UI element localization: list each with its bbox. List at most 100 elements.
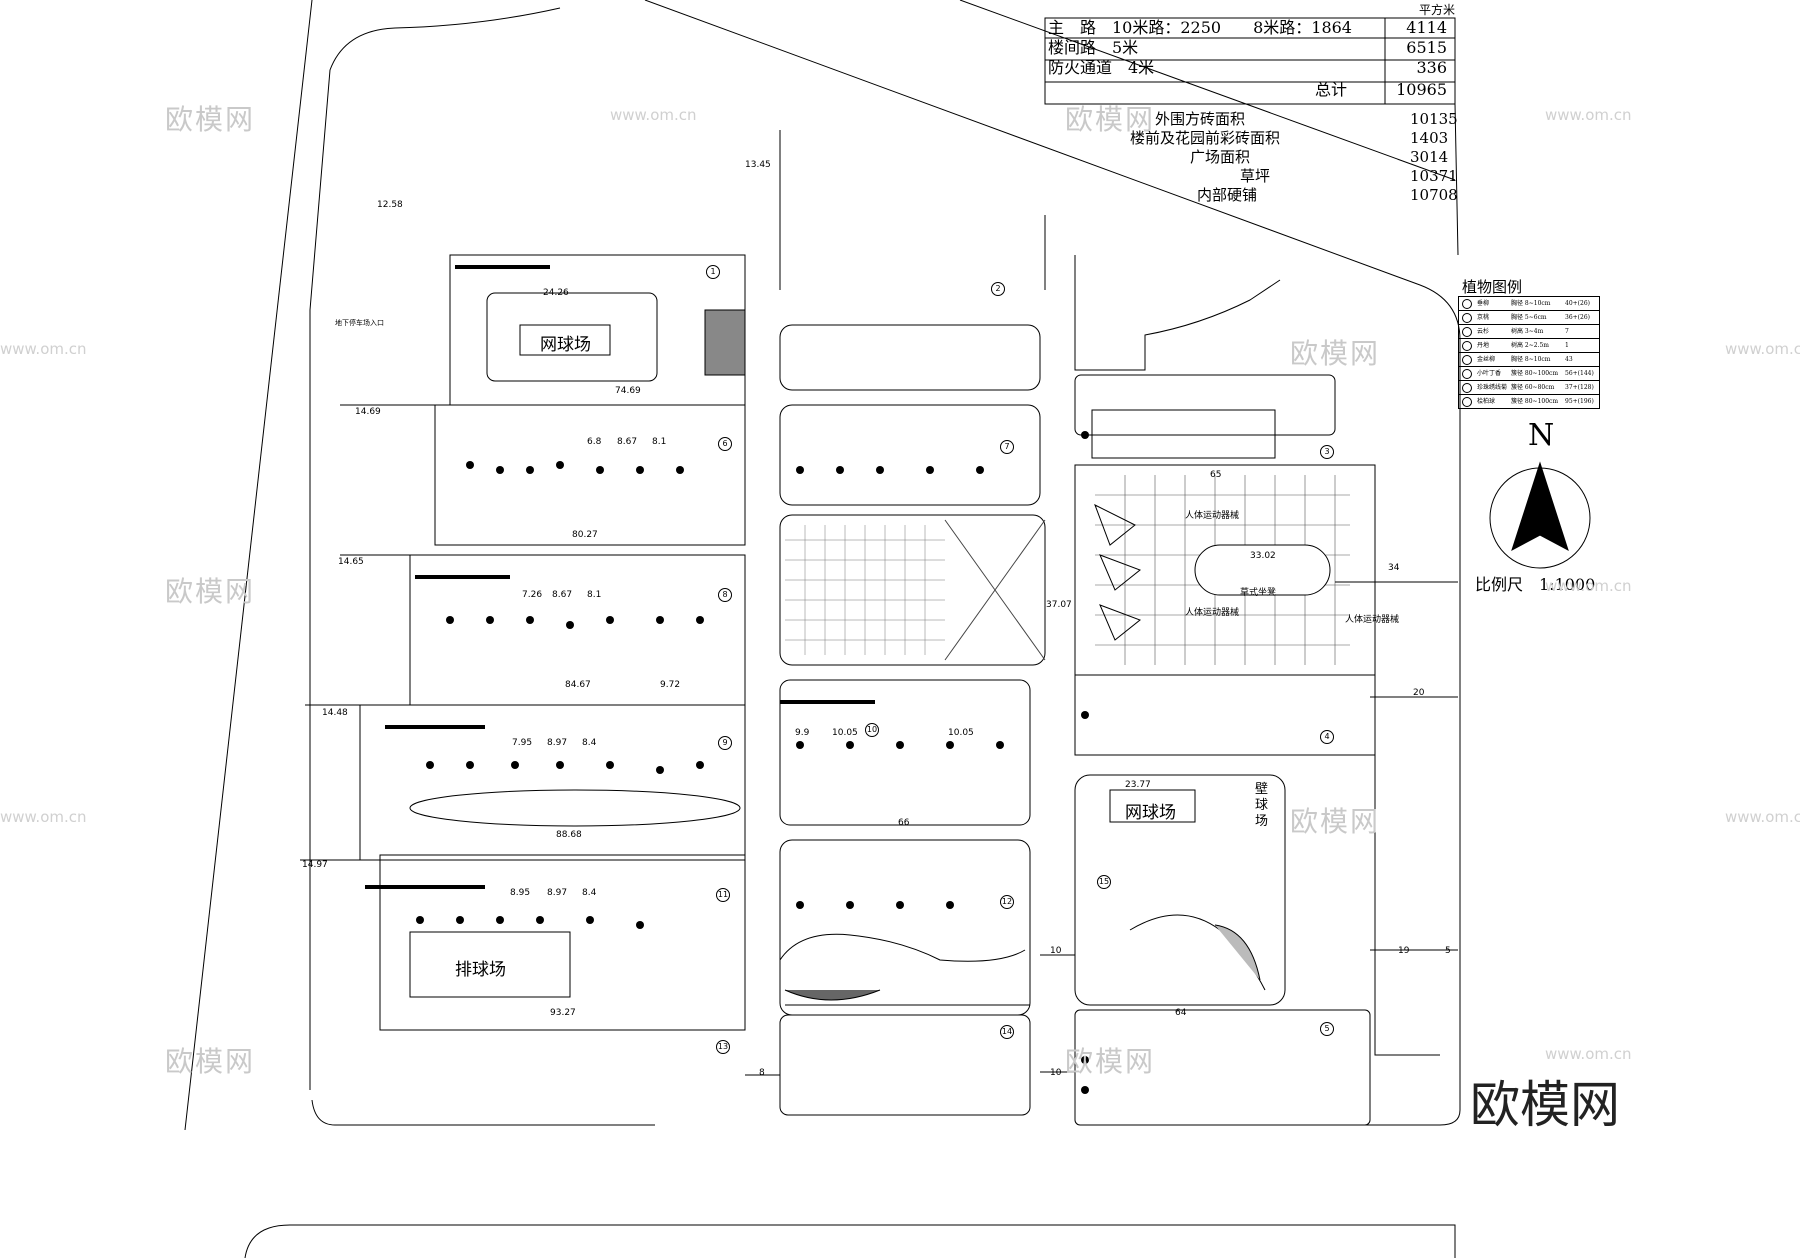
watermark-url: www.om.cn: [0, 340, 87, 358]
block-number: 7: [1000, 440, 1014, 454]
row-spacing-label: 8.1: [652, 437, 667, 447]
plant-name: 丹地: [1477, 342, 1490, 349]
row-spacing-label: 8.95: [510, 888, 531, 898]
watermark-url: www.om.cn: [0, 808, 87, 826]
list-item: 小叶丁香 簇径 80~100cm 56+(144): [1459, 367, 1599, 381]
dimension-label: 80.27: [572, 530, 598, 540]
plant-name: 小叶丁香: [1477, 370, 1502, 377]
dimension-label: 23.77: [1125, 780, 1151, 790]
block-number: 2: [991, 282, 1005, 296]
dimension-label: 88.68: [556, 830, 582, 840]
dimension-label: 74.69: [615, 386, 641, 396]
row-spacing-label: 9.72: [660, 680, 681, 690]
watermark-url: www.om.cn: [1725, 808, 1800, 826]
table-row: 总计 10965: [1045, 80, 1455, 100]
block-number: 4: [1320, 730, 1334, 744]
row-label: 主 路 10米路：2250 8米路：1864: [1048, 18, 1352, 37]
watermark-url: www.om.cn: [1725, 340, 1800, 358]
block-number: 9: [718, 736, 732, 750]
block-number: 1: [706, 265, 720, 279]
block-number: 8: [718, 588, 732, 602]
dimension-label: 5: [1445, 946, 1451, 956]
item-label: 广场面积: [1190, 148, 1251, 166]
plant-qty: 56+(144): [1565, 370, 1594, 377]
north-label: N: [1528, 418, 1555, 453]
plant-qty: 43: [1565, 356, 1573, 363]
brand-logo-text: 欧模网: [1470, 1076, 1620, 1134]
watermark-url: www.om.cn: [610, 106, 697, 124]
tennis-court-label: 网球场: [1125, 803, 1176, 823]
dimension-label: 65: [1210, 470, 1222, 480]
row-spacing-label: 6.8: [587, 437, 602, 447]
item-value: 10135: [1410, 110, 1458, 128]
plant-icon: [1462, 299, 1472, 309]
row-label: 防火通道 4米: [1048, 58, 1155, 77]
watermark-url: www.om.cn: [1545, 577, 1632, 595]
plant-spec: 簇径 80~100cm: [1511, 398, 1559, 405]
plant-icon: [1462, 327, 1472, 337]
dimension-label: 66: [898, 818, 910, 828]
plant-spec: 簇径 80~100cm: [1511, 370, 1559, 377]
east-road-edge: [644, 0, 1461, 1126]
watermark: 欧模网: [1065, 103, 1156, 136]
row-spacing-label: 7.95: [512, 738, 533, 748]
row-spacing-label: 8.4: [582, 888, 597, 898]
wall-ball-court-label: 壁球场: [1255, 782, 1269, 829]
plant-name: 云杉: [1477, 328, 1490, 335]
item-value: 10371: [1410, 167, 1458, 185]
watermark: 欧模网: [165, 103, 256, 136]
plant-name: 京桃: [1477, 314, 1490, 321]
row-spacing-label: 8.1: [587, 590, 602, 600]
plant-icon: [1462, 341, 1472, 351]
list-item: 草坪 10371: [1110, 167, 1458, 186]
watermark: 欧模网: [1065, 1045, 1156, 1078]
block-number: 13: [716, 1040, 730, 1054]
dimension-label: 14.69: [355, 407, 381, 417]
block-number: 15: [1097, 875, 1111, 889]
plant-name: 珍珠绣线菊: [1477, 384, 1508, 391]
volleyball-court-label: 排球场: [455, 960, 506, 980]
dimension-label: 10: [1050, 1068, 1062, 1078]
watermark: 欧模网: [1290, 805, 1381, 838]
row-label: 总计: [1315, 80, 1348, 99]
row-value: 10965: [1396, 80, 1447, 99]
plant-spec: 胸径 5~6cm: [1511, 314, 1547, 321]
block-number: 11: [716, 888, 730, 902]
plant-legend-title: 植物图例: [1462, 278, 1523, 296]
plant-icon: [1462, 397, 1472, 407]
row-spacing-label: 10.05: [948, 728, 974, 738]
dimension-label: 24.26: [543, 288, 569, 298]
plant-name: 桧柏球: [1477, 398, 1496, 405]
dimension-label: 12.58: [377, 200, 403, 210]
dimension-label: 33.02: [1250, 551, 1276, 561]
dimension-label: 19: [1398, 946, 1410, 956]
north-arrow: [1489, 461, 1591, 569]
plant-qty: 36+(26): [1565, 314, 1590, 321]
row-label: 楼间路 5米: [1048, 38, 1139, 57]
south-road-edge: [244, 1224, 1456, 1258]
item-value: 10708: [1410, 186, 1458, 204]
plant-icon: [1462, 369, 1472, 379]
dimension-label: 14.48: [322, 708, 348, 718]
fitness-equipment-label: 人体运动器械: [1185, 608, 1240, 618]
item-label: 草坪: [1240, 167, 1271, 185]
row-spacing-label: 8.67: [617, 437, 638, 447]
fitness-equipment-label: 人体运动器械: [1345, 615, 1400, 625]
plant-spec: 簇径 60~80cm: [1511, 384, 1555, 391]
row-spacing-label: 8.67: [552, 590, 573, 600]
plant-icon: [1462, 355, 1472, 365]
watermark-url: www.om.cn: [1545, 1045, 1632, 1063]
dimension-label: 34: [1388, 563, 1400, 573]
